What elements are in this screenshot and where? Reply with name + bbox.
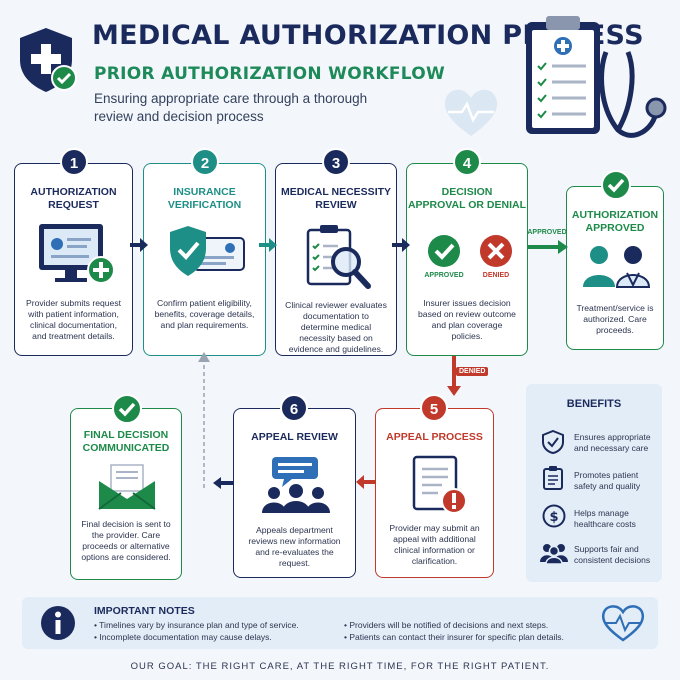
step-6-card: APPEAL REVIEW Appeals department reviews… (233, 408, 356, 578)
benefits-title: BENEFITS (566, 398, 622, 410)
final-check-badge-icon (112, 394, 142, 424)
magnifier-clipboard-icon (306, 225, 371, 289)
dollar-icon: $ (542, 504, 566, 528)
approved-arrow-icon (528, 240, 568, 254)
step-1-description: Provider submits request with patient in… (25, 298, 122, 341)
document-alert-icon (412, 455, 467, 514)
note-item: • Providers will be notified of decision… (344, 620, 549, 630)
final-card-description: Final decision is sent to the provider. … (81, 519, 171, 562)
denied-arrow-icon (447, 356, 461, 396)
step-6-title: APPEAL REVIEW (251, 431, 338, 443)
benefit-item: Promotes patient safety and quality (574, 470, 641, 491)
arrow-1-2-icon (130, 238, 148, 252)
approved-arrow-label: APPROVED (527, 229, 567, 236)
shield-logo-icon (20, 28, 77, 92)
team-discussion-icon (262, 457, 330, 513)
arrow-5-6-icon (356, 475, 376, 489)
goal-footer: OUR GOAL: THE RIGHT CARE, AT THE RIGHT T… (130, 661, 550, 672)
decision-approved-label: APPROVED (424, 272, 464, 279)
arrow-2-3-icon (259, 238, 277, 252)
denied-arrow-label: DENIED (456, 367, 489, 376)
notes-title: IMPORTANT NOTES (94, 605, 195, 617)
note-item: • Timelines vary by insurance plan and t… (94, 620, 299, 630)
approved-card-description: Treatment/service is authorized. Care pr… (576, 303, 654, 335)
step-6-badge: 6 (280, 394, 308, 422)
step-1-badge: 1 (60, 148, 88, 176)
step-2-description: Confirm patient eligibility, benefits, c… (154, 298, 255, 330)
denied-x-icon (480, 235, 512, 267)
people-group-icon (540, 544, 568, 564)
heart-decor-icon (444, 89, 498, 136)
important-notes-panel: IMPORTANT NOTES • Timelines vary by insu… (22, 597, 658, 649)
note-item: • Patients can contact their insurer for… (344, 632, 564, 642)
step-5-description: Provider may submit an appeal with addit… (389, 523, 480, 566)
info-icon (41, 606, 75, 640)
heartbeat-icon (602, 605, 644, 642)
step-5-title: APPEAL PROCESS (386, 431, 483, 443)
patient-doctor-icon (583, 246, 651, 288)
benefit-item: Supports fair and consistent decisions (574, 544, 651, 565)
arrow-6-final-icon (213, 477, 233, 489)
computer-icon (39, 224, 115, 284)
clipboard-stethoscope-icon (526, 16, 667, 138)
step-3-badge: 3 (322, 148, 350, 176)
benefits-panel: BENEFITS Ensures appropriate and necessa… (526, 384, 662, 582)
shield-check-icon (542, 430, 564, 454)
step-2-badge: 2 (191, 148, 219, 176)
dashed-loop-icon (198, 352, 210, 488)
step-5-card: APPEAL PROCESS Provider may submit an ap… (375, 408, 494, 578)
envelope-icon (98, 464, 156, 510)
step-4-badge: 4 (453, 148, 481, 176)
arrow-3-4-icon (392, 238, 410, 252)
step-4-description: Insurer issues decision based on review … (418, 298, 516, 341)
verified-card-icon (170, 226, 245, 276)
step-6-description: Appeals department reviews new informati… (248, 525, 341, 568)
benefit-item: Helps manage healthcare costs (574, 508, 636, 529)
decision-denied-label: DENIED (482, 272, 510, 279)
step-3-description: Clinical reviewer evaluates documentatio… (285, 300, 387, 354)
page-subtitle: PRIOR AUTHORIZATION WORKFLOW (94, 64, 446, 84)
checklist-icon (543, 466, 563, 490)
note-item: • Incomplete documentation may cause del… (94, 632, 272, 642)
benefit-item: Ensures appropriate and necessary care (574, 432, 651, 453)
approved-check-icon (428, 235, 460, 267)
page-tagline: Ensuring appropriate care through a thor… (94, 91, 368, 124)
step-5-badge: 5 (420, 394, 448, 422)
svg-text:$: $ (549, 510, 558, 525)
approved-check-badge-icon (601, 170, 631, 200)
